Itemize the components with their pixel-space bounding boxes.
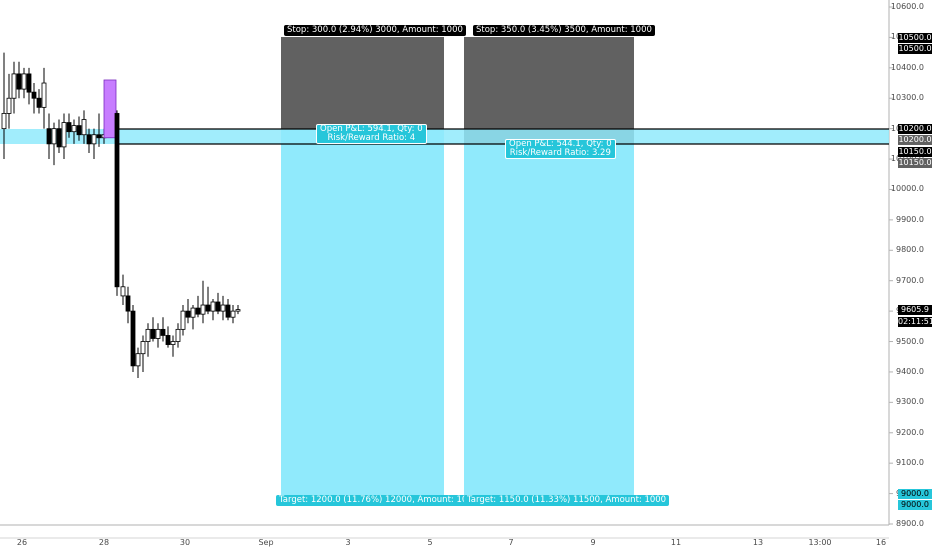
candle-body [150,328,156,339]
candle-body [225,304,231,318]
candle-body [155,328,161,339]
candle-body [71,125,77,133]
candle-body [185,310,191,318]
countdown-badge: 02:11:51 [898,317,932,327]
candle-body [56,128,62,148]
position-1-pnl-label: Open P&L: 594.1, Qty: 0 [320,124,423,134]
price-badge-last: 9605.9 [898,305,932,315]
position-2-target-label: Target: 1150.0 (11.33%) 11500, Amount: 1… [464,495,670,506]
y-tick-label: 9500.0 [896,336,924,346]
y-tick-label: 10400.0 [890,62,924,72]
x-tick-label: 7 [508,538,514,547]
candle-body [41,82,47,108]
candle-body [195,307,201,315]
candle-body [11,73,17,99]
candle-body [135,353,141,367]
candle-body [220,304,226,312]
position-1-rr-label: Risk/Reward Ratio: 4 [327,133,416,143]
y-tick-label: 9700.0 [896,275,924,285]
x-tick-label: 9 [590,538,596,547]
position-1-pnl-box: Open P&L: 594.1, Qty: 0 Risk/Reward Rati… [316,124,427,144]
position-2-target-zone[interactable] [464,144,634,497]
x-tick-label: 28 [98,538,110,547]
y-tick-label: 10600.0 [890,2,924,11]
x-tick-label: Sep [258,538,274,547]
candle-body [190,307,196,318]
candle-body [235,309,241,312]
candle-body [230,310,236,318]
candle-body [205,304,211,312]
x-tick-label: 26 [16,538,28,547]
y-tick-label: 10000.0 [890,184,924,194]
y-tick-label: 9900.0 [896,214,924,224]
y-tick-label: 9800.0 [896,245,924,255]
candle-body [46,128,52,145]
highlighted-candle [103,79,117,139]
candle-body [31,91,37,99]
x-tick-label: 11 [670,538,682,547]
price-badge-target-2: 9000.0 [898,500,932,510]
candle-body [165,335,171,345]
candle-body [91,134,97,145]
candle-body [21,73,27,90]
candlestick-series [1,52,241,379]
x-tick-label: 5 [427,538,433,547]
position-1-stop-label: Stop: 300.0 (2.94%) 3000, Amount: 1000 [284,25,466,36]
price-badge-entry-1: 10200.0 [898,124,932,134]
candle-body [140,341,146,355]
x-tick-label: 30 [179,538,191,547]
candle-body [180,310,186,330]
candle-body [6,97,12,114]
price-badge-stop-1: 10500.0 [898,33,932,43]
price-badge-entry-2: 10200.0 [898,135,932,145]
candle-body [16,73,22,90]
y-tick-label: 8900.0 [896,519,924,528]
price-badge-stop-2: 10500.0 [898,44,932,54]
candle-body [114,113,120,288]
position-2-pnl-box: Open P&L: 544.1, Qty: 0 Risk/Reward Rati… [505,139,616,159]
y-tick-label: 9400.0 [896,366,924,376]
candle-body [145,328,151,342]
candle-body [170,341,176,345]
candle-body [200,304,206,315]
candle-body [160,328,166,336]
x-tick-label: 13 [752,538,764,547]
position-2-rr-label: Risk/Reward Ratio: 3.29 [509,148,611,158]
position-2-pnl-label: Open P&L: 544.1, Qty: 0 [509,139,612,149]
position-1-target-label: Target: 1200.0 (11.76%) 12000, Amount: 1… [276,495,482,506]
candle-body [210,301,216,312]
y-tick-label: 9300.0 [896,397,924,407]
candle-body [36,97,42,108]
candle-body [215,301,221,312]
candle-body [120,286,126,297]
price-badge-level-2: 10150.0 [898,158,932,168]
candle-body [81,119,87,136]
candle-body [26,73,32,93]
y-tick-marks [889,6,893,525]
entry-band [0,129,889,144]
candle-body [1,113,7,130]
price-badge-target-1: 9000.0 [898,489,932,499]
candle-body [61,122,67,148]
candle-body [66,122,72,133]
position-1-target-zone[interactable] [281,129,444,497]
position-2-stop-label: Stop: 350.0 (3.45%) 3500, Amount: 1000 [473,25,655,36]
y-tick-label: 9200.0 [896,427,924,437]
candle-body [130,310,136,367]
y-tick-label: 9100.0 [896,458,924,468]
candle-body [125,295,131,312]
position-2-stop-zone[interactable] [464,37,634,144]
position-1-stop-zone[interactable] [281,37,444,135]
candle-body [51,128,57,145]
candle-body [76,125,82,136]
candle-body [86,134,92,145]
x-tick-label: 3 [345,538,351,547]
y-tick-label: 10300.0 [890,93,924,103]
price-badge-level-1: 10150.0 [898,147,932,157]
candle-body [96,134,102,139]
x-tick-label: 16 [875,538,887,547]
candle-body [175,328,181,342]
x-tick-label: 13:00 [808,538,832,547]
